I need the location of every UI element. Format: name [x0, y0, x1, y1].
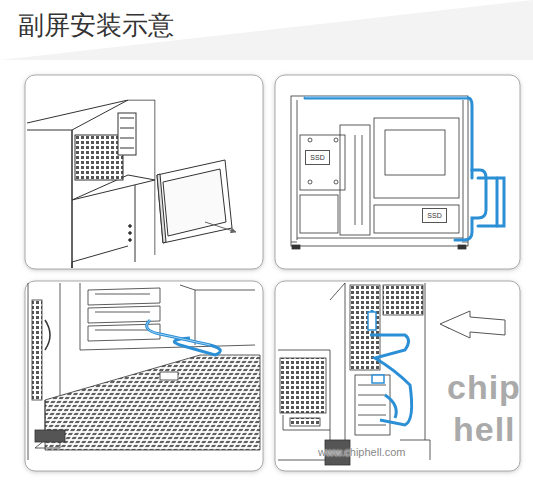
case-front — [27, 100, 155, 268]
panels — [25, 75, 520, 471]
cable-blue — [147, 320, 221, 355]
drive-label: SSD — [310, 154, 324, 161]
logo-text: hell — [453, 410, 516, 449]
case-rear — [278, 283, 430, 465]
case-side — [291, 96, 468, 249]
arrow-outline — [440, 311, 505, 338]
insert-arrow — [205, 222, 236, 232]
case-interior — [28, 283, 260, 460]
title: 副屏安装示意 — [18, 8, 174, 43]
cable-blue — [368, 310, 412, 425]
screen — [157, 160, 232, 243]
header-band — [0, 0, 533, 60]
watermark: www.chiphell.com — [318, 446, 405, 458]
ssd-drive: SSD — [422, 208, 447, 223]
cable-highlight — [305, 97, 467, 98]
cable-highlight — [147, 320, 210, 345]
cable-blue — [305, 98, 504, 240]
drive-label: SSD — [427, 212, 441, 219]
logo-text: chip — [447, 368, 521, 407]
ssd-drive: SSD — [305, 150, 330, 165]
